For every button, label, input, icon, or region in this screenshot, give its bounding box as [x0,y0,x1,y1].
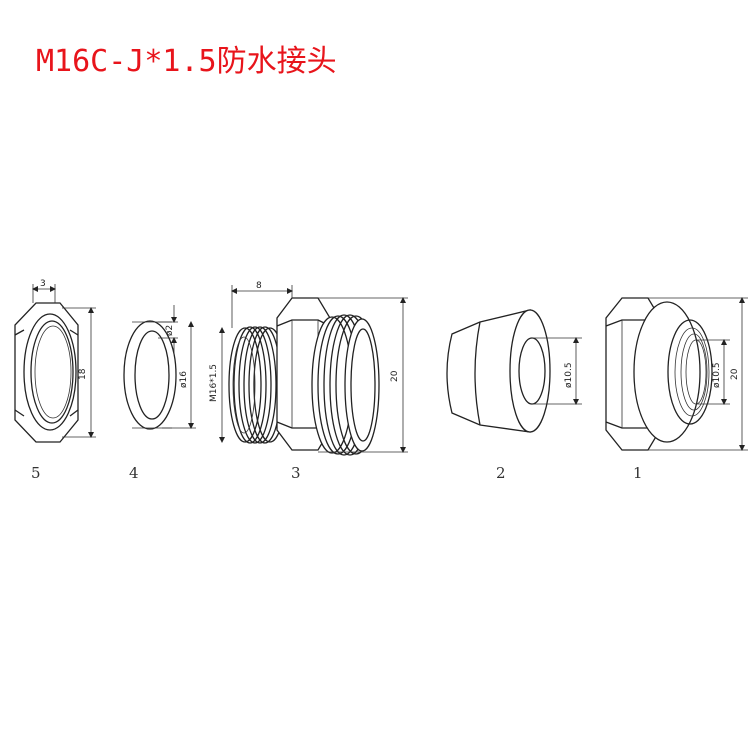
part-2-number: 2 [496,464,506,482]
part-4-number: 4 [129,464,139,482]
part-3-dim-thread-size: M16*1.5 [209,364,219,402]
part-4-sealing-ring: ø2 ø16 4 [123,305,196,482]
part-1-dim-bore: ø10.5 [712,362,722,388]
part-4-dim-outer: ø16 [179,371,189,388]
part-2-seal-insert: ø10.5 2 [446,309,582,482]
part-3-number: 3 [291,464,301,482]
part-5-lock-nut: 3 18 5 [14,279,96,482]
part-3-dim-hex-width: 20 [390,370,400,382]
page-title: M16C-J*1.5防水接头 [36,44,337,79]
part-4-dim-section: ø2 [165,325,175,336]
part-2-dim-bore: ø10.5 [564,362,574,388]
part-5-dim-width: 18 [78,368,88,380]
part-5-dim-thickness: 3 [40,279,46,289]
part-3-threaded-body: 8 M16*1.5 20 3 [209,281,408,482]
part-1-cap-nut: ø10.5 20 1 [605,297,748,482]
part-3-dim-thread-length: 8 [256,281,262,291]
part-5-number: 5 [31,464,41,482]
part-1-dim-width: 20 [730,368,740,380]
part-1-number: 1 [633,464,643,482]
